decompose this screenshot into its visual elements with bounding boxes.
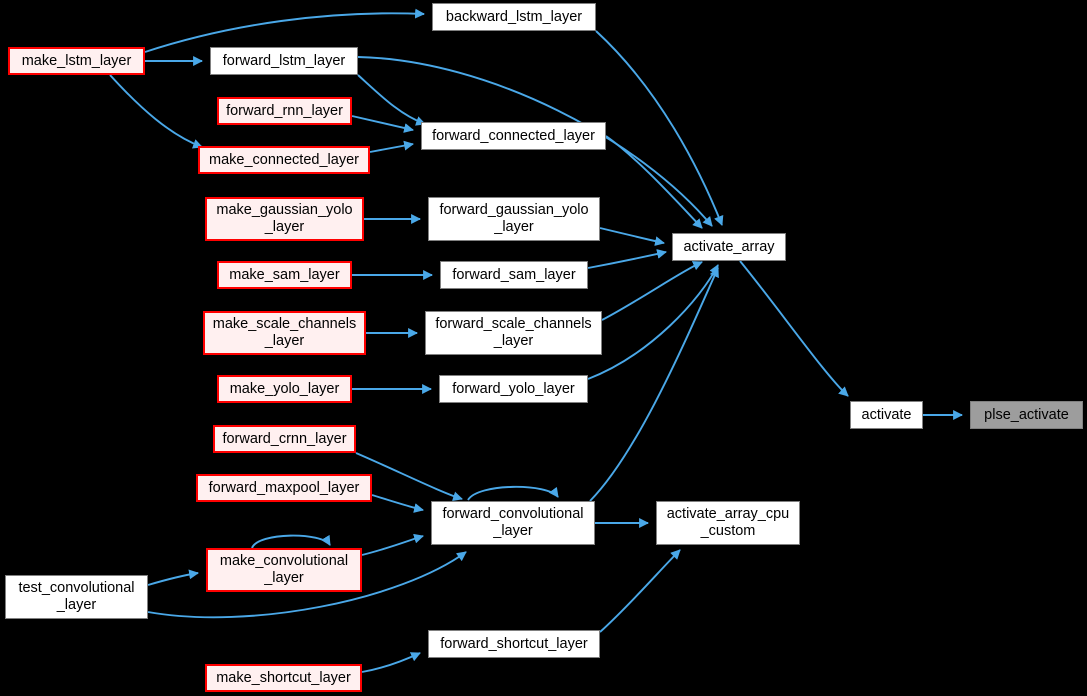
node-label: forward_maxpool_layer xyxy=(208,479,360,496)
node-label: forward_lstm_layer xyxy=(222,52,346,69)
edge-test_convolutional_layer-to-forward_convolutional_layer xyxy=(147,551,467,619)
edge-forward_maxpool_layer-to-forward_convolutional_layer xyxy=(371,494,424,513)
node-forward_convolutional_layer[interactable]: forward_convolutional _layer xyxy=(431,501,595,545)
node-label: make_gaussian_yolo _layer xyxy=(216,202,353,235)
edge-backward_lstm_layer-to-activate_array xyxy=(595,30,724,226)
node-label: make_scale_channels _layer xyxy=(212,316,357,349)
node-label: forward_convolutional _layer xyxy=(442,506,584,539)
node-make_yolo_layer[interactable]: make_yolo_layer xyxy=(217,375,352,403)
node-label: forward_rnn_layer xyxy=(226,102,343,119)
node-label: make_yolo_layer xyxy=(229,380,340,397)
edge-make_convolutional_layer-to-forward_convolutional_layer xyxy=(361,533,424,556)
edge-forward_connected_layer-to-activate_array xyxy=(605,135,703,229)
edge-test_convolutional_layer-to-make_convolutional_layer xyxy=(147,569,199,586)
node-forward_sam_layer[interactable]: forward_sam_layer xyxy=(440,261,588,289)
node-forward_rnn_layer[interactable]: forward_rnn_layer xyxy=(217,97,352,125)
node-make_connected_layer[interactable]: make_connected_layer xyxy=(198,146,370,174)
node-activate[interactable]: activate xyxy=(850,401,923,429)
node-label: make_lstm_layer xyxy=(21,52,132,69)
edge-layer xyxy=(109,8,963,673)
edge-forward_sam_layer-to-activate_array xyxy=(587,249,667,269)
node-make_lstm_layer[interactable]: make_lstm_layer xyxy=(8,47,145,75)
node-backward_lstm_layer[interactable]: backward_lstm_layer xyxy=(432,3,596,31)
node-make_gaussian_yolo_layer[interactable]: make_gaussian_yolo _layer xyxy=(205,197,364,241)
node-label: make_convolutional _layer xyxy=(219,553,349,586)
node-test_convolutional_layer[interactable]: test_convolutional _layer xyxy=(5,575,148,619)
edge-forward_scale_channels_layer-to-activate_array xyxy=(601,261,703,321)
node-forward_scale_channels_layer[interactable]: forward_scale_channels _layer xyxy=(425,311,602,355)
node-label: forward_sam_layer xyxy=(452,266,576,283)
node-plse_activate[interactable]: plse_activate xyxy=(970,401,1083,429)
edge-make_lstm_layer-to-make_connected_layer xyxy=(109,74,203,149)
node-label: plse_activate xyxy=(984,406,1069,423)
node-forward_lstm_layer[interactable]: forward_lstm_layer xyxy=(210,47,358,75)
node-label: forward_connected_layer xyxy=(432,127,595,144)
edge-make_convolutional_layer-to-make_convolutional_layer xyxy=(251,534,331,549)
node-label: activate xyxy=(861,406,912,423)
edge-make_shortcut_layer-to-forward_shortcut_layer xyxy=(361,652,421,673)
node-label: forward_yolo_layer xyxy=(452,380,575,397)
node-label: activate_array xyxy=(683,238,775,255)
node-label: forward_gaussian_yolo _layer xyxy=(439,202,589,235)
edge-forward_convolutional_layer-to-activate_array xyxy=(589,267,719,502)
node-label: forward_scale_channels _layer xyxy=(435,316,592,349)
node-make_convolutional_layer[interactable]: make_convolutional _layer xyxy=(206,548,362,592)
node-activate_array_cpu_custom[interactable]: activate_array_cpu _custom xyxy=(656,501,800,545)
node-label: forward_crnn_layer xyxy=(222,430,347,447)
node-activate_array[interactable]: activate_array xyxy=(672,233,786,261)
node-forward_gaussian_yolo_layer[interactable]: forward_gaussian_yolo _layer xyxy=(428,197,600,241)
node-label: forward_shortcut_layer xyxy=(440,635,588,652)
node-label: test_convolutional _layer xyxy=(18,580,135,613)
node-make_shortcut_layer[interactable]: make_shortcut_layer xyxy=(205,664,362,692)
edge-forward_lstm_layer-to-forward_connected_layer xyxy=(357,74,426,126)
edge-forward_crnn_layer-to-forward_convolutional_layer xyxy=(355,452,463,502)
edge-forward_gaussian_yolo_layer-to-activate_array xyxy=(599,227,665,246)
node-forward_shortcut_layer[interactable]: forward_shortcut_layer xyxy=(428,630,600,658)
node-make_scale_channels_layer[interactable]: make_scale_channels _layer xyxy=(203,311,366,355)
edge-forward_lstm_layer-to-activate_array xyxy=(357,56,713,227)
node-forward_yolo_layer[interactable]: forward_yolo_layer xyxy=(439,375,588,403)
edge-make_connected_layer-to-forward_connected_layer xyxy=(369,140,414,153)
node-forward_crnn_layer[interactable]: forward_crnn_layer xyxy=(213,425,356,453)
edge-forward_shortcut_layer-to-activate_array_cpu_custom xyxy=(599,549,681,633)
node-forward_maxpool_layer[interactable]: forward_maxpool_layer xyxy=(196,474,372,502)
edge-activate_array-to-activate xyxy=(739,260,849,397)
node-label: backward_lstm_layer xyxy=(445,8,583,25)
node-label: make_connected_layer xyxy=(209,151,359,168)
node-label: activate_array_cpu _custom xyxy=(666,506,790,539)
edge-forward_convolutional_layer-to-forward_convolutional_layer xyxy=(467,485,559,501)
edge-forward_rnn_layer-to-forward_connected_layer xyxy=(351,115,414,133)
node-make_sam_layer[interactable]: make_sam_layer xyxy=(217,261,352,289)
node-label: make_sam_layer xyxy=(229,266,340,283)
node-label: make_shortcut_layer xyxy=(216,669,351,686)
node-forward_connected_layer[interactable]: forward_connected_layer xyxy=(421,122,606,150)
edge-forward_yolo_layer-to-activate_array xyxy=(587,264,719,380)
edge-make_lstm_layer-to-backward_lstm_layer xyxy=(144,8,425,53)
